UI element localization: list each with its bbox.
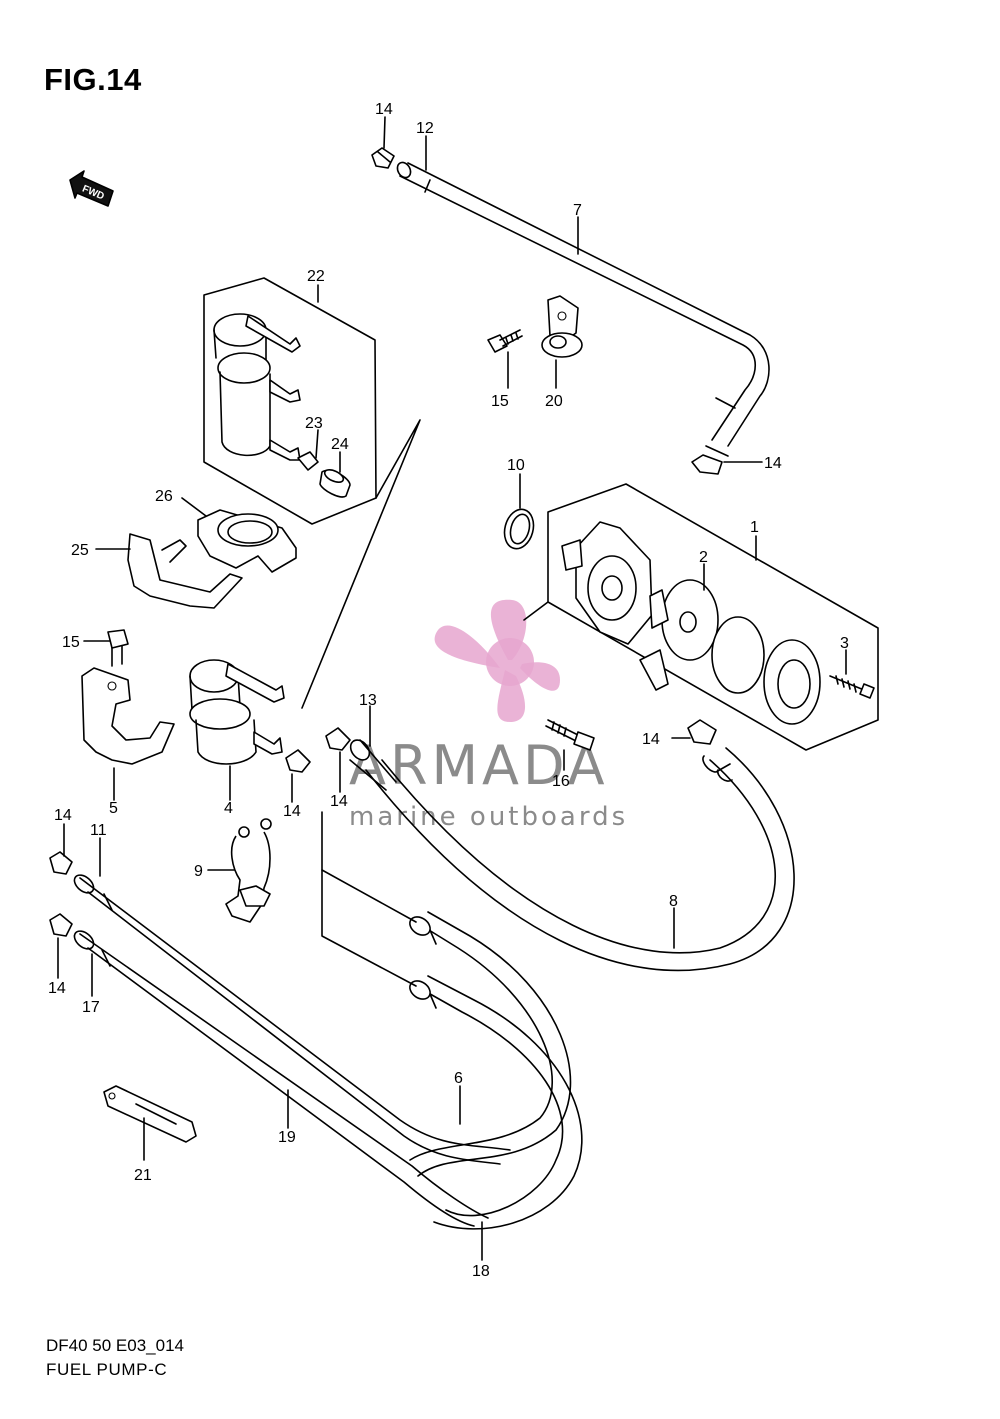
clamp-20 (541, 295, 583, 358)
callout-14-hose17: 14 (48, 980, 66, 997)
callout-19: 19 (278, 1129, 296, 1146)
o-ring-10 (503, 508, 535, 550)
callout-2: 2 (699, 549, 708, 566)
callout-15-upper: 15 (491, 393, 509, 410)
propeller-logo (434, 599, 560, 722)
hose-clamp-14-pump (687, 719, 717, 745)
hose-6 (409, 911, 583, 1230)
hose-clamp-14-left-b (285, 749, 311, 773)
watermark-tagline: marine outboards (349, 802, 628, 832)
leader-box-22 (301, 419, 421, 709)
callout-14-pump: 14 (642, 731, 660, 748)
clip-9 (225, 818, 272, 923)
fwd-arrow-icon: FWD (69, 170, 114, 207)
hose-clamp-14-left-c (49, 851, 73, 875)
bracket-25 (127, 533, 243, 609)
hose-11 (73, 874, 511, 1165)
fuel-filter-4 (189, 659, 285, 765)
bolt-15-upper (487, 329, 523, 353)
bolt-16 (545, 719, 595, 751)
callout-22: 22 (307, 268, 325, 285)
watermark-brand: ARMADA (349, 734, 609, 797)
bolt-15-lower (107, 629, 129, 667)
callout-12: 12 (416, 120, 434, 137)
hose-7 (396, 161, 770, 457)
callout-26: 26 (155, 488, 173, 505)
hose-clamp-14-left-d (49, 913, 73, 937)
callout-18: 18 (472, 1263, 490, 1280)
callout-3: 3 (840, 635, 849, 652)
hose-17 (73, 930, 489, 1227)
callout-14-filter: 14 (283, 803, 301, 820)
leader-lines (57, 116, 847, 1261)
callout-4: 4 (224, 800, 233, 817)
callout-16: 16 (552, 773, 570, 790)
figure-title: FIG.14 (44, 62, 142, 97)
callout-20: 20 (545, 393, 563, 410)
hose-13 (349, 739, 397, 791)
callout-8: 8 (669, 893, 678, 910)
callout-25: 25 (71, 542, 89, 559)
callout-21: 21 (134, 1167, 152, 1184)
section-name: FUEL PUMP-C (46, 1360, 168, 1379)
callout-13: 13 (359, 692, 377, 709)
callout-5: 5 (109, 800, 118, 817)
bracket-5 (81, 667, 175, 765)
callout-7: 7 (573, 202, 582, 219)
callout-15-lower: 15 (62, 634, 80, 651)
armada-watermark: ARMADA marine outboards (349, 599, 628, 832)
bracket-26 (197, 509, 297, 573)
callout-14-hose7: 14 (764, 455, 782, 472)
callout-1: 1 (750, 519, 759, 536)
callout-9: 9 (194, 863, 203, 880)
pump-leader (523, 601, 549, 621)
callout-23: 23 (305, 415, 323, 432)
hose-8 (365, 747, 795, 972)
callout-14-top: 14 (375, 101, 393, 118)
fuel-pump-box-1 (547, 483, 879, 751)
callout-14-hose11: 14 (54, 807, 72, 824)
callout-24: 24 (331, 436, 349, 453)
callout-6: 6 (454, 1070, 463, 1087)
callout-labels: 1 2 3 4 5 6 7 8 9 10 11 12 13 14 14 14 1… (48, 101, 849, 1280)
hose-clamp-14-mid (691, 454, 723, 475)
hose-clamp-14-left-a (325, 727, 351, 751)
hose-clamp-14-top (371, 147, 395, 169)
leader-hose-6-upper (321, 869, 417, 923)
leader-hose-6-lower (321, 811, 417, 987)
callout-17: 17 (82, 999, 100, 1016)
strap-21 (103, 1085, 197, 1143)
callout-14-hose13: 14 (330, 793, 348, 810)
drawing-code: DF40 50 E03_014 (46, 1336, 184, 1355)
callout-10: 10 (507, 457, 525, 474)
filter-assembly-box-22 (203, 277, 377, 525)
callout-11: 11 (90, 822, 107, 839)
